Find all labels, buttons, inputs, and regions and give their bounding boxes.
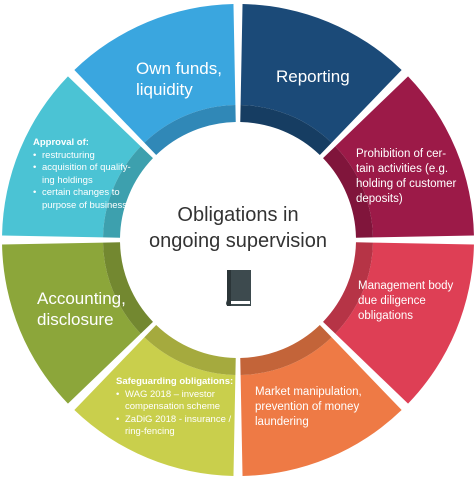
segment-management-label: Management body due diligence obligation… [358, 280, 454, 322]
list-item: WAG 2018 – investor compensation scheme [116, 389, 238, 414]
segment-management-inner-band [240, 325, 332, 375]
list-item: ZaDiG 2018 - insurance / ring-fencing [116, 414, 238, 439]
segment-own-funds-label: Own funds, liquidity [136, 59, 222, 99]
segment-reporting [335, 76, 474, 238]
approval-heading: Approval of: [33, 137, 89, 148]
segment-market-inner-band [144, 325, 236, 375]
center-hub [121, 123, 355, 357]
list-item: certain changes to purpose of business [33, 187, 133, 212]
segment-management [240, 337, 402, 476]
segment-approval-label: Approval of: restructuring acquisition o… [33, 137, 133, 212]
segment-prohibition [335, 242, 474, 404]
segment-prohibition-label: Prohibition of cer- tain activities (e.g… [356, 148, 457, 205]
segment-approval-inner-band [144, 105, 236, 155]
segment-market-label: Market manipulation, prevention of money… [255, 386, 362, 428]
segment-prohibition-inner-band [323, 242, 373, 334]
safeguarding-heading: Safeguarding obligations: [116, 376, 234, 387]
approval-list: restructuring acquisition of qualify-ing… [33, 150, 133, 213]
segment-reporting-inner-band [323, 146, 373, 238]
segment-own-funds [240, 4, 402, 143]
segment-reporting-label: Reporting [276, 67, 350, 86]
segment-own-funds-inner-band [240, 105, 332, 155]
list-item: acquisition of qualify-ing holdings [33, 162, 133, 187]
safeguarding-list: WAG 2018 – investor compensation scheme … [116, 389, 238, 439]
segment-safeguarding [2, 242, 141, 404]
segment-accounting-label: Accounting, disclosure [37, 289, 126, 329]
segment-approval [74, 4, 236, 143]
list-item: restructuring [33, 150, 133, 163]
center-title: Obligations in ongoing supervision [149, 204, 327, 252]
segment-safeguarding-inner-band [103, 242, 153, 334]
segment-safeguarding-label: Safeguarding obligations: WAG 2018 – inv… [116, 376, 238, 439]
book-icon [226, 270, 251, 306]
